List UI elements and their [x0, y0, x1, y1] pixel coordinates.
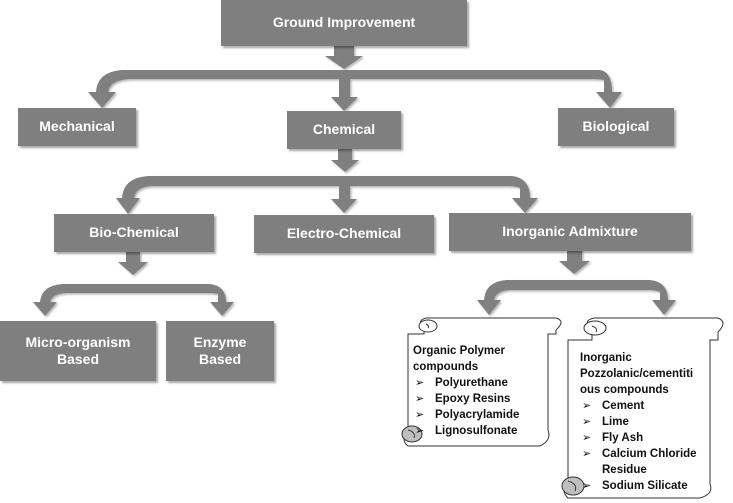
- inorganic-title-line3: ous compounds: [580, 384, 669, 396]
- mechanical-box: Mechanical: [18, 108, 136, 146]
- enzyme-label-line2: Based: [198, 351, 241, 367]
- chemical-box: Chemical: [287, 111, 401, 149]
- list-item: ➢Calcium Chloride: [582, 448, 697, 460]
- enzyme-label-line1: Enzyme: [193, 333, 247, 350]
- arrow-to-organic-scroll: [477, 300, 501, 315]
- list-item: ➢Lime: [582, 416, 629, 428]
- arrow-chemical-down: [331, 149, 359, 172]
- arrow-to-micro-organism: [33, 302, 57, 316]
- arrow-to-biological: [596, 92, 622, 108]
- organic-title-line1: Organic Polymer: [413, 345, 506, 357]
- list-item-continuation: Residue: [602, 464, 647, 476]
- biological-box: Biological: [558, 108, 674, 146]
- arrow-bullet-icon: ➢: [582, 480, 592, 492]
- arrow-bullet-icon: ➢: [582, 416, 592, 428]
- arrow-bullet-icon: ➢: [582, 448, 592, 460]
- list-item: ➢Lignosulfonate: [415, 425, 518, 437]
- inorganic-admixture-box: Inorganic Admixture: [449, 213, 691, 251]
- arrow-to-inorganic: [512, 198, 538, 213]
- arrow-bullet-icon: ➢: [582, 400, 592, 412]
- chemical-label: Chemical: [312, 121, 376, 138]
- arrow-bullet-icon: ➢: [415, 377, 425, 389]
- arrow-bullet-icon: ➢: [415, 425, 425, 437]
- arrow-to-chemical: [331, 79, 358, 111]
- arrow-bar-level3: [40, 284, 226, 304]
- arrow-biochem-down: [118, 252, 148, 275]
- arrow-root-down: [325, 46, 363, 69]
- arrow-inorganic-down: [559, 250, 590, 274]
- organic-polymer-text: Organic Polymer compounds ➢Polyurethane …: [413, 343, 549, 439]
- arrow-to-electro: [331, 186, 357, 213]
- arrow-to-bio-chemical: [116, 198, 140, 214]
- list-item: ➢Polyurethane: [415, 377, 508, 389]
- arrow-bar-scrolls: [484, 280, 668, 302]
- list-item: ➢Sodium Silicate: [582, 480, 688, 492]
- mechanical-label: Mechanical: [39, 118, 115, 135]
- ground-improvement-label: Ground Improvement: [272, 14, 416, 31]
- arrow-to-enzyme: [210, 302, 234, 316]
- micro-organism-label-line1: Micro-organism: [25, 333, 131, 350]
- inorganic-pozzolanic-text: Inorganic Pozzolanic/cementiti ous compo…: [580, 350, 712, 494]
- arrow-bullet-icon: ➢: [415, 393, 425, 405]
- micro-organism-box: Micro-organism Based: [0, 321, 156, 381]
- arrow-to-inorganic-scroll: [652, 300, 676, 315]
- list-item: ➢Cement: [582, 400, 645, 412]
- list-item: ➢Epoxy Resins: [415, 393, 511, 405]
- biological-label: Biological: [582, 118, 650, 135]
- organic-list: ➢Polyurethane ➢Epoxy Resins ➢Polyacrylam…: [413, 375, 549, 439]
- micro-organism-label-line2: Based: [56, 351, 99, 367]
- scroll-organic-shape: [401, 317, 562, 447]
- scroll-inorganic-shape: [561, 317, 724, 499]
- arrow-bullet-icon: ➢: [415, 409, 425, 421]
- electro-chemical-label: Electro-Chemical: [286, 225, 402, 242]
- enzyme-box: Enzyme Based: [166, 321, 274, 381]
- arrow-bar-level2: [122, 176, 530, 200]
- organic-title-line2: compounds: [413, 361, 479, 373]
- list-item: ➢Fly Ash: [582, 432, 644, 444]
- arrow-bar-level1: [96, 70, 612, 94]
- arrow-bullet-icon: ➢: [582, 432, 592, 444]
- bio-chemical-box: Bio-Chemical: [54, 214, 214, 252]
- inorganic-admixture-label: Inorganic Admixture: [502, 223, 638, 240]
- bio-chemical-label: Bio-Chemical: [89, 224, 179, 241]
- ground-improvement-box: Ground Improvement: [221, 0, 467, 46]
- arrow-to-mechanical: [88, 92, 116, 108]
- inorganic-title-line2: Pozzolanic/cementiti: [580, 368, 694, 380]
- inorganic-title-line1: Inorganic: [580, 352, 632, 364]
- electro-chemical-box: Electro-Chemical: [254, 215, 434, 253]
- list-item: ➢Polyacrylamide: [415, 409, 520, 421]
- inorganic-list: ➢Cement ➢Lime ➢Fly Ash ➢Calcium Chloride…: [580, 398, 712, 494]
